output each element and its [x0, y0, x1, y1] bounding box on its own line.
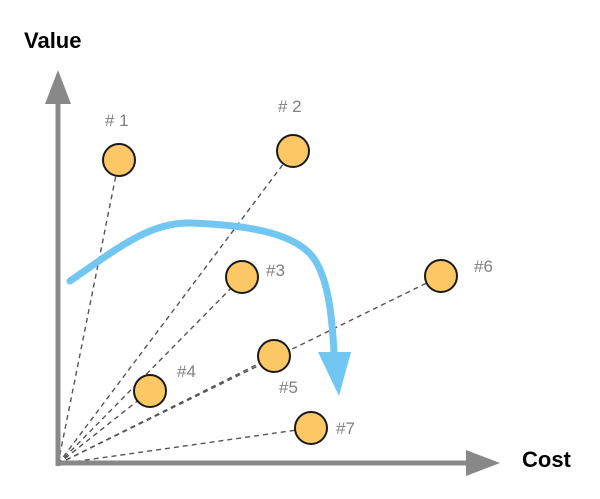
y-axis-arrowhead: [45, 70, 71, 104]
ray-6: [57, 275, 442, 465]
ray-2: [57, 150, 294, 465]
y-axis-title: Value: [24, 28, 81, 53]
point-label-5: #5: [279, 378, 298, 397]
node-1: [102, 143, 136, 177]
node-7: [294, 411, 328, 445]
trend-arrowhead: [318, 352, 351, 396]
ray-4: [57, 390, 151, 465]
point-label-3: #3: [266, 261, 285, 280]
node-5: [257, 339, 291, 373]
ray-1: [57, 159, 120, 465]
point-label-7: #7: [336, 419, 355, 438]
nodes: [102, 134, 458, 445]
trend-arrow: [66, 219, 351, 396]
x-axis-arrowhead: [466, 450, 500, 476]
x-axis-title: Cost: [522, 447, 572, 472]
point-label-2: # 2: [278, 97, 302, 116]
point-labels: # 1 # 2 #3 #4 #5 #6 #7: [105, 97, 493, 438]
point-label-1: # 1: [105, 111, 129, 130]
ray-7: [57, 427, 312, 465]
node-3: [225, 260, 259, 294]
node-2: [276, 134, 310, 168]
point-label-4: #4: [177, 362, 196, 381]
node-6: [424, 259, 458, 293]
trend-curve: [66, 219, 338, 356]
point-label-6: #6: [474, 257, 493, 276]
ray-3: [57, 276, 243, 465]
node-4: [133, 374, 167, 408]
axes: [45, 70, 500, 476]
rays: [57, 150, 442, 465]
